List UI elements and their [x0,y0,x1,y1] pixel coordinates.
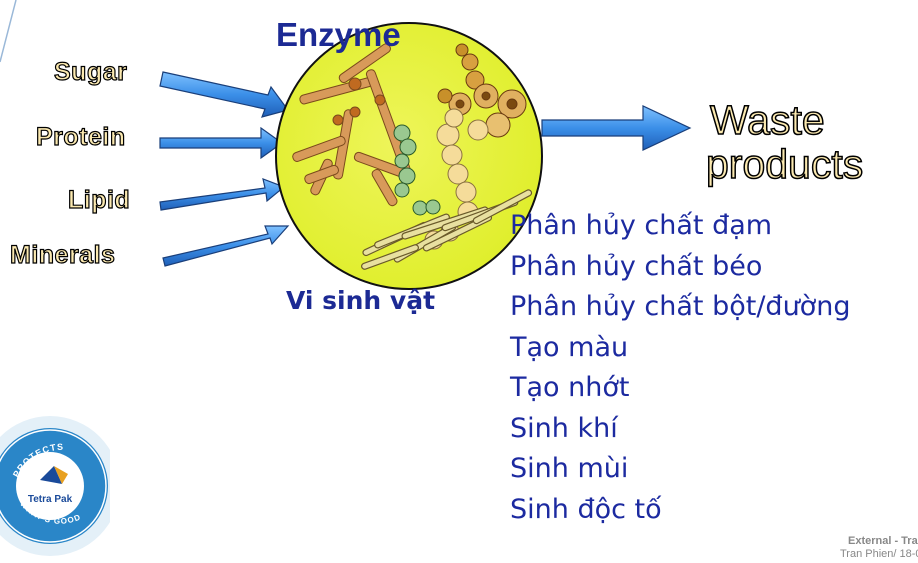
microbe-label: Vi sinh vật [286,288,435,313]
effect-item: Phân hủy chất béo [510,247,850,288]
enzyme-label: Enzyme [276,18,401,51]
effect-item: Phân hủy chất bột/đường [510,287,850,328]
decor-line [0,0,16,62]
effect-item: Tạo màu [510,328,850,369]
minerals-label: Minerals [10,243,115,268]
effect-item: Sinh độc tố [510,490,850,531]
sugar-arrow [160,72,288,117]
effect-item: Tạo nhớt [510,368,850,409]
minerals-arrow [163,226,288,266]
footer-classification: External - Trai [848,536,918,547]
protein-arrow [160,128,282,158]
lipid-arrow [160,179,284,210]
effect-item: Phân hủy chất đạm [510,206,850,247]
footer-author: Tran Phien/ 18-0 [840,549,918,560]
logo-text: Tetra Pak [28,494,73,505]
waste-label-line2: products [706,144,863,185]
tetra-pak-logo: PROTECTS WHAT'S GOOD Tetra Pak [0,408,110,563]
lipid-label: Lipid [68,188,130,213]
waste-label-line1: Waste [710,100,825,141]
effects-list: Phân hủy chất đạm Phân hủy chất béo Phân… [510,206,850,530]
protein-label: Protein [36,125,126,150]
waste-arrow [542,106,690,150]
sugar-label: Sugar [54,60,127,85]
effect-item: Sinh mùi [510,449,850,490]
input-arrows [160,72,288,266]
effect-item: Sinh khí [510,409,850,450]
